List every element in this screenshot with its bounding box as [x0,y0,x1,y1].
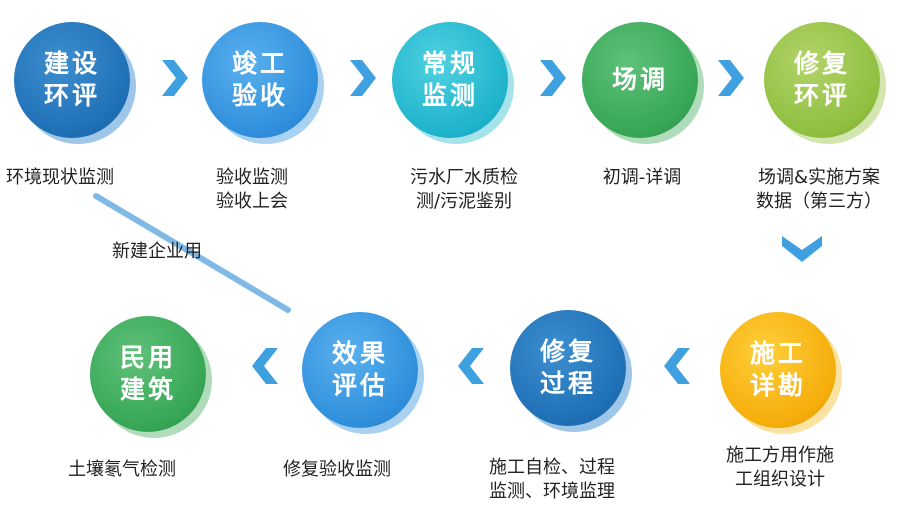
step-circle: 场调 [582,22,698,138]
chevron-right-icon [718,60,744,96]
step-caption: 场调&实施方案 数据（第三方） [756,167,882,212]
step-title: 竣工 验收 [231,49,288,110]
step-circle: 民用 建筑 [90,316,206,432]
step-circle: 建设 环评 [14,22,130,138]
step-node-7: 修复 过程 [510,310,626,426]
step-node-9: 民用 建筑 [90,316,206,432]
chevron-left-icon [664,348,690,384]
step-caption: 环境现状监测 [6,167,114,188]
connector-label: 新建企业用 [112,241,202,262]
step-title: 效果 评估 [331,339,388,400]
step-node-8: 效果 评估 [302,312,418,428]
step-circle: 修复 环评 [764,22,880,138]
step-circle: 竣工 验收 [202,22,318,138]
chevron-left-icon [252,348,278,384]
step-title: 民用 建筑 [119,343,176,404]
step-node-2: 竣工 验收 [202,22,318,138]
chevron-right-icon [540,60,566,96]
step-caption: 修复验收监测 [283,459,391,480]
step-node-5: 修复 环评 [764,22,880,138]
step-circle: 修复 过程 [510,310,626,426]
step-caption: 污水厂水质检 测/污泥鉴别 [410,167,518,212]
chevron-down-icon [782,236,822,262]
step-circle: 常规 监测 [392,22,508,138]
step-node-3: 常规 监测 [392,22,508,138]
step-title: 施工 详勘 [749,339,806,400]
chevron-right-icon [162,60,188,96]
step-node-6: 施工 详勘 [720,312,836,428]
step-circle: 效果 评估 [302,312,418,428]
step-caption: 初调-详调 [602,167,682,188]
step-title: 修复 过程 [539,337,596,398]
chevron-left-icon [458,348,484,384]
step-node-4: 场调 [582,22,698,138]
step-title: 建设 环评 [43,49,100,110]
step-caption: 验收监测 验收上会 [216,167,288,212]
step-caption: 施工自检、过程 监测、环境监理 [489,457,615,502]
step-title: 场调 [611,65,668,94]
step-title: 修复 环评 [793,49,850,110]
step-caption: 土壤氡气检测 [68,459,176,480]
step-caption: 施工方用作施 工组织设计 [726,445,834,490]
step-node-1: 建设 环评 [14,22,130,138]
chevron-right-icon [350,60,376,96]
step-circle: 施工 详勘 [720,312,836,428]
step-title: 常规 监测 [421,49,478,110]
